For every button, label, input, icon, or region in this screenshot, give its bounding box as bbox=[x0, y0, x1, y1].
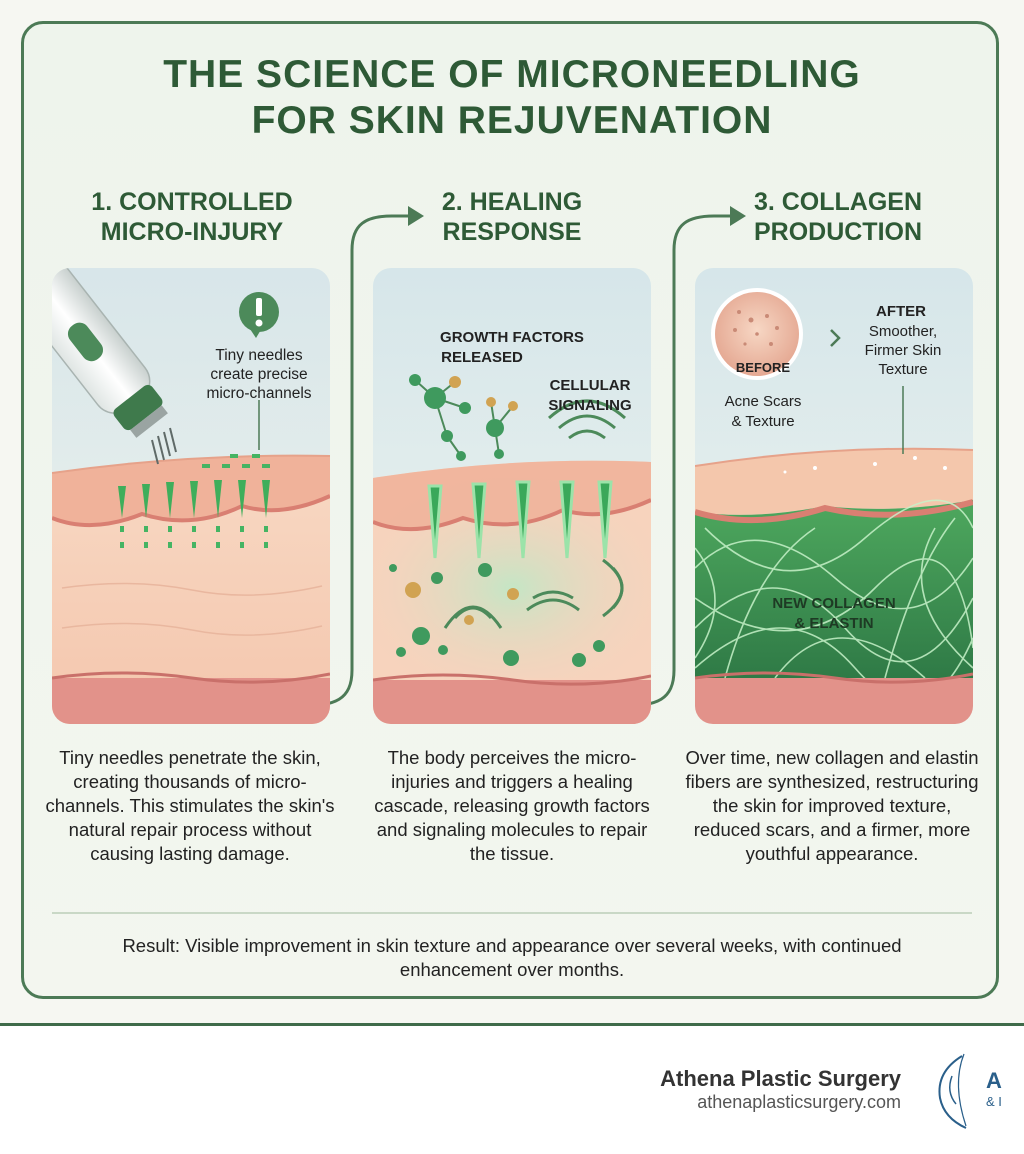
result-text: Result: Visible improvement in skin text… bbox=[122, 935, 902, 980]
cellular-signaling-label-line-1: CELLULAR bbox=[550, 377, 631, 394]
collagen-label-line-2: & ELASTIN bbox=[794, 615, 873, 632]
before-caption-line-1: Acne Scars bbox=[725, 393, 802, 410]
growth-factors-label-line-1: GROWTH FACTORS bbox=[440, 329, 584, 346]
step-3-description: Over time, new collagen and elastin fibe… bbox=[685, 747, 979, 864]
step-1-heading: 1. CONTROLLED MICRO-INJURY bbox=[42, 187, 342, 247]
after-caption-line-1: Smoother, bbox=[869, 323, 937, 340]
cellular-signaling-label-line-2: SIGNALING bbox=[548, 397, 631, 414]
alert-icon bbox=[239, 292, 279, 338]
step-1-description: Tiny needles penetrate the skin, creatin… bbox=[45, 747, 335, 864]
panel-healing-response: GROWTH FACTORS RELEASED CELLULAR SIGNALI… bbox=[373, 268, 651, 724]
after-label: AFTER bbox=[876, 303, 926, 320]
title-line-2: FOR SKIN REJUVENATION bbox=[251, 99, 773, 142]
page-title: THE SCIENCE OF MICRONEEDLING FOR SKIN RE… bbox=[0, 52, 1024, 144]
step-1-heading-line-2: MICRO-INJURY bbox=[100, 218, 284, 246]
chevron-right-icon bbox=[830, 329, 841, 347]
arrow-head-2 bbox=[730, 206, 746, 226]
before-caption-line-2: & Texture bbox=[731, 413, 794, 430]
needle-callout-line-2: create precise bbox=[210, 366, 307, 383]
after-caption-line-3: Texture bbox=[878, 361, 927, 378]
needle-callout-line-1: Tiny needles bbox=[215, 347, 303, 364]
step-1-heading-line-1: 1. CONTROLLED bbox=[91, 188, 293, 216]
brand-logo: A & I bbox=[938, 1053, 1002, 1129]
step-3-heading: 3. COLLAGEN PRODUCTION bbox=[688, 187, 988, 247]
brand-url: athenaplasticsurgery.com bbox=[697, 1092, 901, 1112]
brand-logo-sub: & I bbox=[986, 1094, 1002, 1109]
step-3-heading-line-2: PRODUCTION bbox=[753, 218, 923, 246]
step-2-heading-line-2: RESPONSE bbox=[442, 218, 582, 246]
brand-logo-letter: A bbox=[986, 1068, 1002, 1093]
step-2-description: The body perceives the micro-injuries an… bbox=[374, 747, 650, 864]
brand-logo-swoosh-icon bbox=[938, 1055, 967, 1129]
footer bbox=[0, 1026, 1024, 1154]
title-line-1: THE SCIENCE OF MICRONEEDLING bbox=[163, 53, 861, 96]
panel-micro-injury: Tiny needles create precise micro-channe… bbox=[52, 268, 330, 724]
needle-callout-line-3: micro-channels bbox=[206, 385, 311, 402]
arrow-head-1 bbox=[408, 206, 424, 226]
growth-factors-label-line-2: RELEASED bbox=[441, 349, 523, 366]
result-divider bbox=[52, 912, 972, 914]
collagen-label-line-1: NEW COLLAGEN bbox=[772, 595, 895, 612]
after-caption-line-2: Firmer Skin bbox=[865, 342, 942, 359]
brand-name: Athena Plastic Surgery bbox=[660, 1066, 901, 1091]
step-2-heading-line-1: 2. HEALING bbox=[441, 188, 583, 216]
panel-collagen-production: BEFORE Acne Scars & Texture AFTER Smooth… bbox=[695, 268, 973, 724]
footer-rule bbox=[0, 1023, 1024, 1026]
signal-waves-icon bbox=[443, 399, 626, 629]
step-2-heading: 2. HEALING RESPONSE bbox=[362, 187, 662, 247]
before-skin-image bbox=[711, 288, 803, 380]
before-label: BEFORE bbox=[736, 360, 791, 375]
step-3-heading-line-1: 3. COLLAGEN bbox=[753, 188, 923, 216]
